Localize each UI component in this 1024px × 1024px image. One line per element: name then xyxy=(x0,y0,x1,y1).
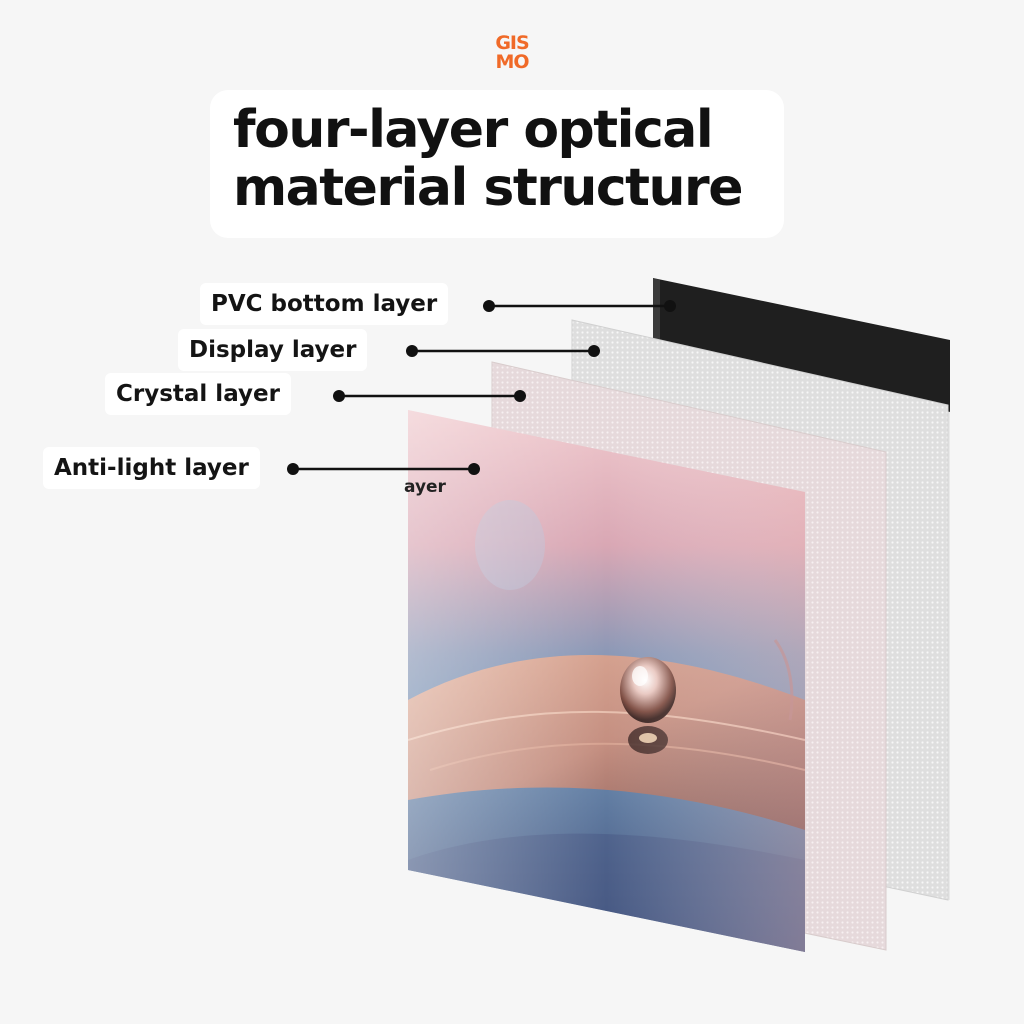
title-line-1: four-layer optical xyxy=(233,100,714,160)
title-line-2: material structure xyxy=(233,158,743,218)
leader-lines xyxy=(287,300,676,475)
label-display-layer: Display layer xyxy=(178,329,368,371)
gismo-logo: GIS MO xyxy=(0,34,1024,72)
logo-line-1: GIS xyxy=(495,32,529,54)
label-pvc-bottom-layer: PVC bottom layer xyxy=(200,283,449,325)
panel-stray-text: ayer xyxy=(404,477,446,497)
label-anti-light-layer: Anti-light layer xyxy=(43,447,260,489)
pvc-bottom-layer-panel xyxy=(653,278,950,412)
logo-line-2: MO xyxy=(495,51,529,73)
label-crystal-layer: Crystal layer xyxy=(105,373,291,415)
anti-light-layer-panel xyxy=(408,410,805,952)
title-card xyxy=(210,90,784,238)
